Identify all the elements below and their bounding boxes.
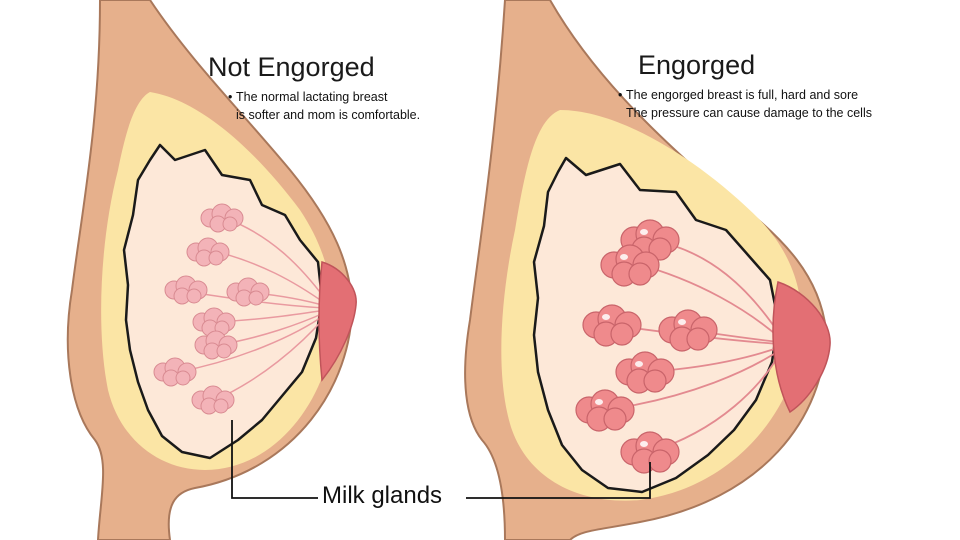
engorged-bullet-text-2: The pressure can cause damage to the cel… <box>626 106 872 120</box>
engorged-bullet-line-1: •The engorged breast is full, hard and s… <box>618 86 872 104</box>
engorged-bullet-text-1: The engorged breast is full, hard and so… <box>626 88 859 102</box>
not-engorged-bullet-line-2: is softer and mom is comfortable. <box>228 106 420 124</box>
not-engorged-bullet-line-1: •The normal lactating breast <box>228 88 420 106</box>
milk-glands-label: Milk glands <box>322 482 443 509</box>
not-engorged-bullet-text-2: is softer and mom is comfortable. <box>236 108 421 122</box>
normal-breast <box>66 0 357 540</box>
engorged-nipple <box>772 281 831 414</box>
not-engorged-bullet-text-1: The normal lactating breast <box>236 90 388 104</box>
not-engorged-title: Not Engorged <box>208 52 375 82</box>
not-engorged-description: •The normal lactating breast is softer a… <box>228 88 420 124</box>
engorged-bullet-line-2: The pressure can cause damage to the cel… <box>618 104 872 122</box>
engorged-gland-highlights <box>595 229 686 447</box>
bullet-dot: • <box>228 90 233 104</box>
milk-glands-callout-lines <box>231 420 651 499</box>
engorged-description: •The engorged breast is full, hard and s… <box>618 86 872 122</box>
normal-nipple <box>318 261 357 382</box>
bullet-dot: • <box>618 88 623 102</box>
engorged-title: Engorged <box>638 50 756 80</box>
engorged-breast <box>464 0 831 540</box>
